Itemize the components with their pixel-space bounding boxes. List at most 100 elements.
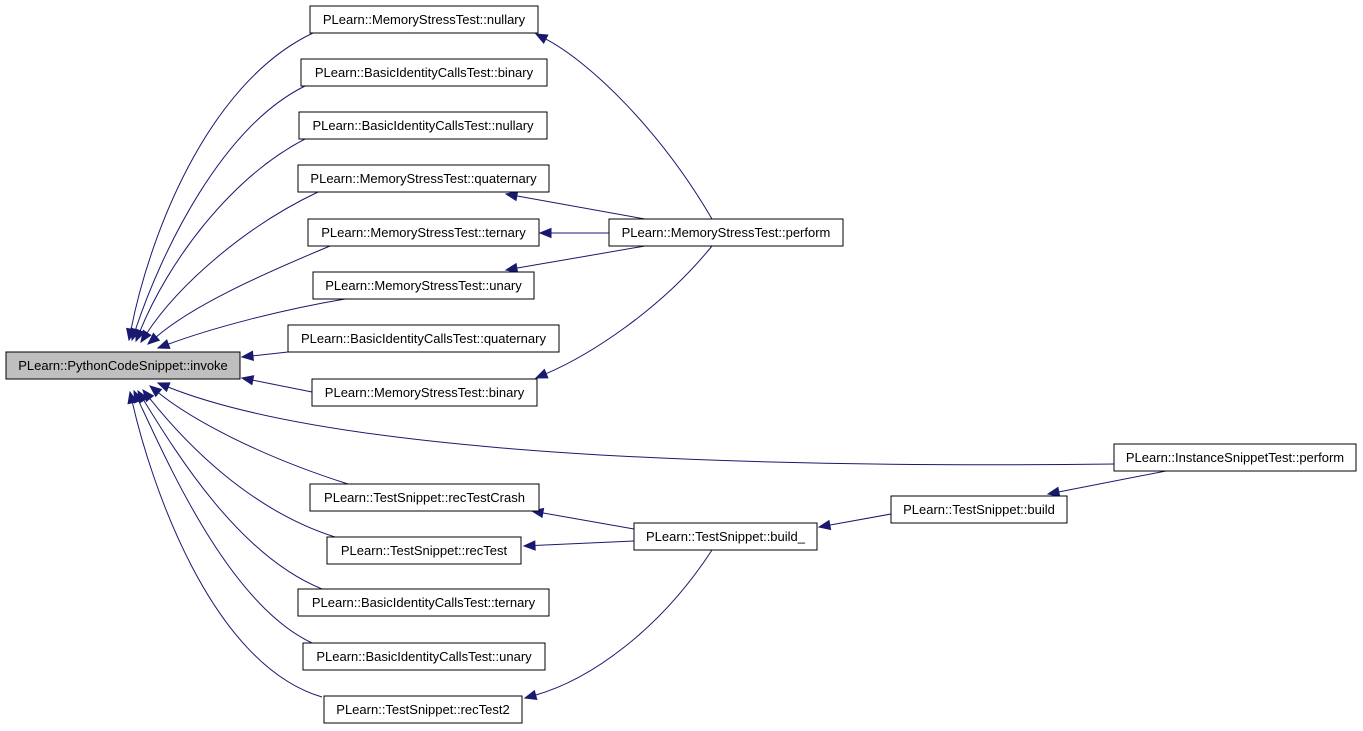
- edge-line: [142, 399, 323, 590]
- edge-mst_perform-to-mst_binary: [534, 245, 713, 379]
- node-box: [311, 378, 538, 407]
- edge-ts_recTest-to-invoke: [142, 388, 336, 538]
- node-box: [1113, 443, 1357, 472]
- edge-line: [155, 245, 331, 338]
- edge-mst_perform-to-mst_ternary: [538, 227, 609, 239]
- node-box: [326, 536, 522, 565]
- node-box: [5, 351, 241, 380]
- edge-line: [541, 512, 635, 530]
- edge-bict_nullary-to-invoke: [135, 138, 306, 343]
- arrow-head: [147, 332, 161, 345]
- edge-line: [545, 245, 713, 375]
- arrow-head: [817, 519, 832, 531]
- node-label: PLearn::BasicIdentityCallsTest::quaterna…: [301, 331, 546, 346]
- edge-line: [137, 399, 313, 644]
- edge-ts_build_-to-ts_recTest: [522, 540, 635, 551]
- arrow-head: [1046, 486, 1061, 497]
- edge-line: [533, 540, 635, 547]
- node-box: [309, 483, 540, 512]
- node-mst-unary[interactable]: PLearn::MemoryStressTest::unary: [312, 271, 535, 300]
- node-label: PLearn::BasicIdentityCallsTest::ternary: [312, 595, 536, 610]
- node-box: [287, 324, 560, 353]
- edge-ts_build_-to-ts_recTest2: [523, 549, 713, 700]
- node-label: PLearn::TestSnippet::recTestCrash: [324, 490, 525, 505]
- arrow-head: [156, 382, 171, 393]
- edge-bict_ternary-to-invoke: [137, 389, 323, 590]
- node-box: [298, 111, 548, 140]
- arrow-head: [140, 329, 152, 344]
- arrow-head: [135, 328, 146, 343]
- edge-mst_unary-to-invoke: [156, 298, 346, 349]
- node-label: PLearn::TestSnippet::build: [903, 502, 1055, 517]
- edge-mst_ternary-to-invoke: [147, 245, 331, 345]
- node-bict-quaternary[interactable]: PLearn::BasicIdentityCallsTest::quaterna…: [287, 324, 560, 353]
- node-mst-perform[interactable]: PLearn::MemoryStressTest::perform: [608, 218, 844, 247]
- node-ts-recTest2[interactable]: PLearn::TestSnippet::recTest2: [323, 695, 523, 724]
- node-mst-ternary[interactable]: PLearn::MemoryStressTest::ternary: [307, 218, 540, 247]
- node-label: PLearn::PythonCodeSnippet::invoke: [18, 358, 228, 373]
- node-label: PLearn::MemoryStressTest::binary: [325, 385, 525, 400]
- node-invoke: PLearn::PythonCodeSnippet::invoke: [5, 351, 241, 380]
- node-label: PLearn::TestSnippet::recTest: [341, 543, 508, 558]
- node-ts-recTest[interactable]: PLearn::TestSnippet::recTest: [326, 536, 522, 565]
- arrow-head: [240, 375, 255, 386]
- edge-mst_perform-to-mst_nullary: [534, 33, 713, 220]
- edge-line: [544, 38, 713, 220]
- edge-ts_build-to-ts_build_: [817, 513, 892, 531]
- arrow-head: [522, 540, 536, 551]
- node-ts-build[interactable]: PLearn::TestSnippet::build: [890, 495, 1068, 524]
- arrow-head: [534, 33, 549, 44]
- node-box: [300, 58, 548, 87]
- node-label: PLearn::BasicIdentityCallsTest::unary: [316, 649, 532, 664]
- edge-line: [251, 351, 289, 357]
- edge-line: [167, 386, 1117, 466]
- edge-line: [515, 245, 646, 269]
- node-bict-nullary[interactable]: PLearn::BasicIdentityCallsTest::nullary: [298, 111, 548, 140]
- node-box: [608, 218, 844, 247]
- node-box: [297, 588, 550, 617]
- node-label: PLearn::TestSnippet::recTest2: [336, 702, 509, 717]
- node-label: PLearn::MemoryStressTest::quaternary: [310, 171, 537, 186]
- node-box: [323, 695, 523, 724]
- edge-line: [515, 195, 646, 220]
- node-ts-build-[interactable]: PLearn::TestSnippet::build_: [633, 522, 818, 551]
- edge-line: [131, 401, 323, 698]
- node-box: [297, 164, 550, 193]
- arrow-head: [504, 262, 519, 274]
- arrow-head: [240, 350, 254, 361]
- node-box: [309, 5, 539, 34]
- edge-line: [146, 191, 319, 334]
- arrow-head: [538, 227, 552, 239]
- node-ts-recTestCrash[interactable]: PLearn::TestSnippet::recTestCrash: [309, 483, 540, 512]
- node-label: PLearn::MemoryStressTest::ternary: [321, 225, 526, 240]
- edge-line: [130, 32, 314, 331]
- node-bict-unary[interactable]: PLearn::BasicIdentityCallsTest::unary: [302, 642, 546, 671]
- arrow-head: [523, 689, 538, 700]
- node-label: PLearn::MemoryStressTest::nullary: [323, 12, 526, 27]
- node-mst-binary[interactable]: PLearn::MemoryStressTest::binary: [311, 378, 538, 407]
- edge-line: [828, 513, 892, 526]
- node-label: PLearn::MemoryStressTest::perform: [622, 225, 831, 240]
- node-mst-quaternary[interactable]: PLearn::MemoryStressTest::quaternary: [297, 164, 550, 193]
- node-label: PLearn::BasicIdentityCallsTest::binary: [315, 65, 534, 80]
- edge-ts_build_-to-ts_recTestCrash: [530, 507, 635, 530]
- node-bict-ternary[interactable]: PLearn::BasicIdentityCallsTest::ternary: [297, 588, 550, 617]
- edge-ist_perform-to-invoke: [156, 382, 1117, 466]
- node-box: [890, 495, 1068, 524]
- arrow-head: [534, 368, 549, 379]
- edge-mst_quaternary-to-invoke: [140, 191, 319, 344]
- edge-bict_unary-to-invoke: [133, 389, 313, 644]
- node-box: [307, 218, 540, 247]
- edge-line: [148, 397, 336, 538]
- edge-ts_recTestCrash-to-invoke: [148, 385, 349, 485]
- edge-line: [134, 85, 306, 331]
- edge-line: [157, 391, 349, 485]
- edge-line: [251, 379, 313, 393]
- node-mst-nullary[interactable]: PLearn::MemoryStressTest::nullary: [309, 5, 539, 34]
- edge-ist_perform-to-ts_build: [1046, 470, 1167, 497]
- edge-mst_perform-to-mst_unary: [504, 245, 646, 274]
- node-bict-binary[interactable]: PLearn::BasicIdentityCallsTest::binary: [300, 58, 548, 87]
- node-label: PLearn::InstanceSnippetTest::perform: [1126, 450, 1344, 465]
- node-ist-perform[interactable]: PLearn::InstanceSnippetTest::perform: [1113, 443, 1357, 472]
